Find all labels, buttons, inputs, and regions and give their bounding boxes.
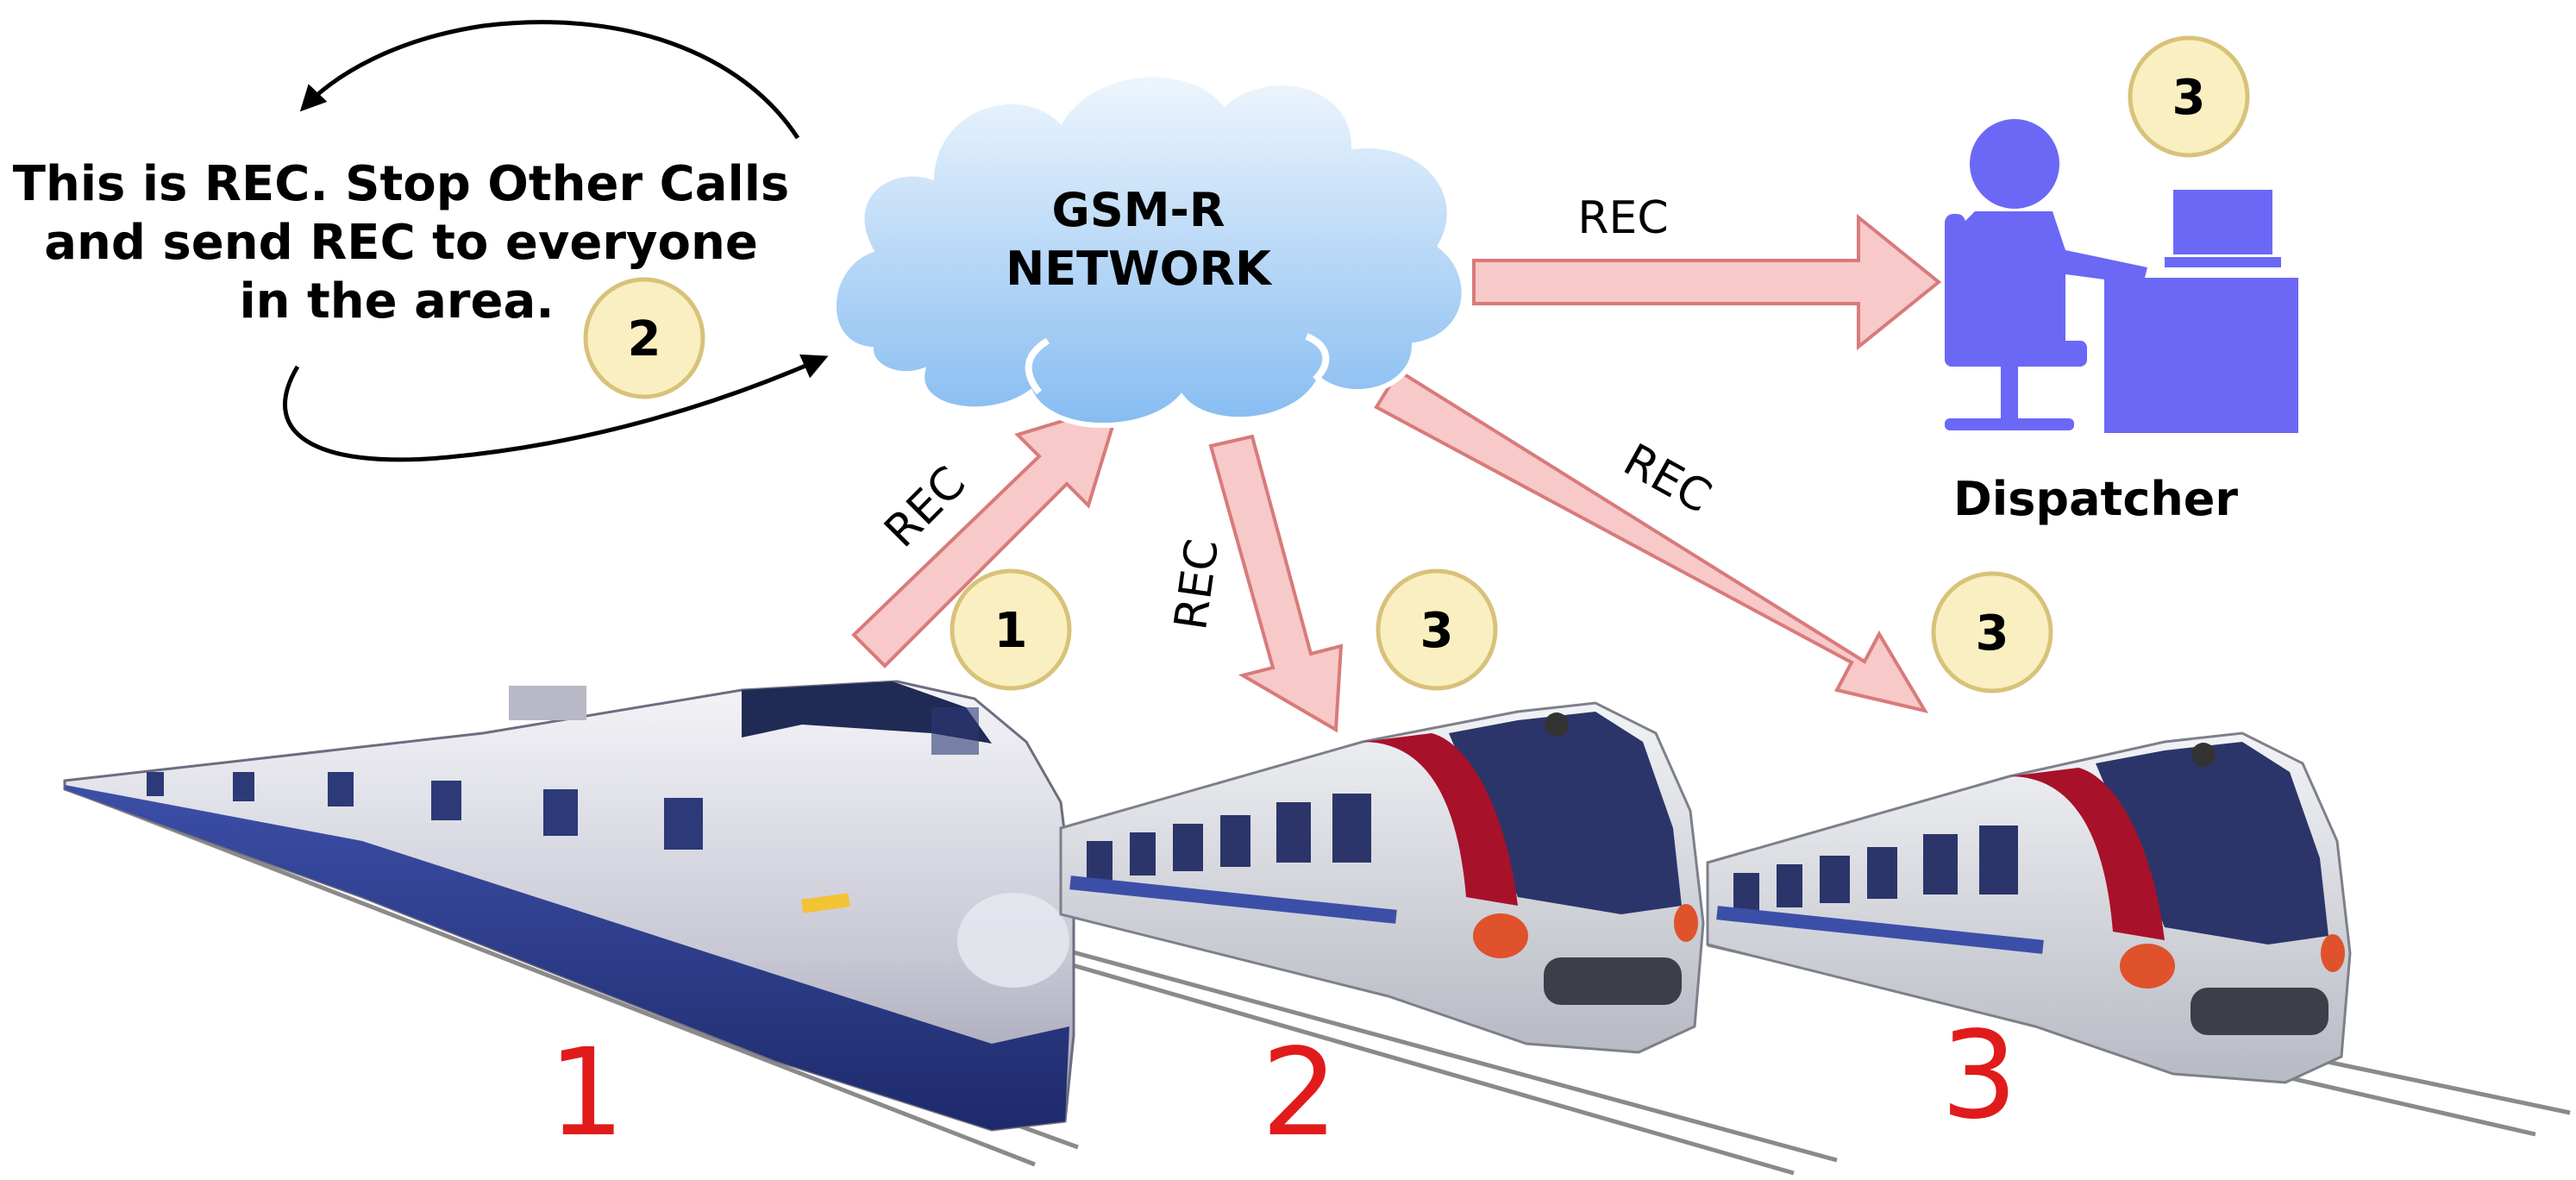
train-1 <box>63 680 1075 1132</box>
gsm-r-cloud <box>830 72 1467 429</box>
train-3 <box>1706 731 2352 1084</box>
dispatcher-icon <box>1945 119 2298 433</box>
rec-label-down: REC <box>1165 536 1229 633</box>
train-number-1: 1 <box>548 1023 624 1164</box>
badge-train3: 3 <box>1931 571 2053 694</box>
arrow-network-to-dispatcher <box>1472 213 1942 351</box>
note-line-1: This is REC. Stop Other Calls <box>13 156 789 212</box>
badge-train1-up: 1 <box>950 568 1072 691</box>
cloud-label-line-1: GSM-R <box>1052 183 1225 237</box>
rec-label-train3: REC <box>1615 434 1720 524</box>
train-2 <box>1059 701 1705 1054</box>
note-line-2: and send REC to everyone <box>44 215 758 271</box>
badge-note: 2 <box>583 277 705 399</box>
loop-arrow-top <box>299 20 800 140</box>
dispatcher-label: Dispatcher <box>1953 472 2238 526</box>
train-number-2: 2 <box>1261 1023 1338 1164</box>
badge-train2-text: 3 <box>1420 603 1454 659</box>
cloud-label-line-2: NETWORK <box>1006 242 1273 296</box>
badge-dispatcher-text: 3 <box>2172 70 2206 126</box>
badge-train3-text: 3 <box>1976 606 2009 662</box>
badge-train1-up-text: 1 <box>994 603 1028 659</box>
badge-train2: 3 <box>1376 568 1498 691</box>
loop-arrow-bottom <box>283 354 829 462</box>
badge-dispatcher: 3 <box>2128 35 2250 158</box>
arrow-network-to-train2 <box>1208 434 1344 733</box>
rec-label-dispatcher: REC <box>1577 192 1668 244</box>
train-number-3: 3 <box>1940 1006 2017 1146</box>
badge-note-text: 2 <box>628 311 661 367</box>
arrow-train1-to-network <box>851 400 1123 668</box>
arrow-network-to-train3 <box>1374 368 1929 714</box>
note-line-3: in the area. <box>239 273 554 330</box>
